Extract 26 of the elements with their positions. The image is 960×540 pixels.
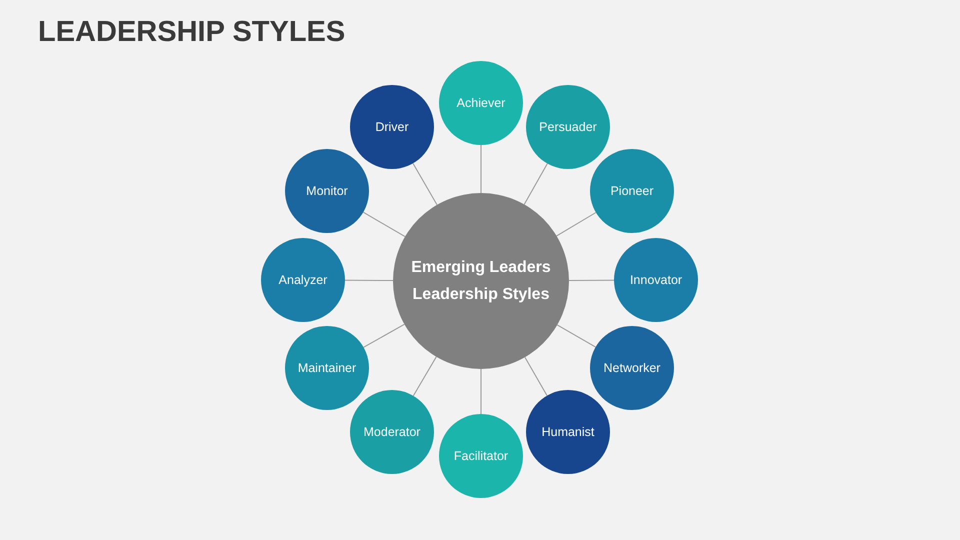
- style-label: Analyzer: [278, 273, 328, 287]
- center-label: Emerging Leaders Leadership Styles: [411, 258, 551, 305]
- connector-line: [412, 162, 438, 206]
- title: LEADERSHIP STYLES: [38, 16, 346, 49]
- style-label: Achiever: [456, 96, 506, 110]
- connector-line: [480, 368, 482, 414]
- style-label: Driver: [375, 120, 409, 134]
- connector-line: [412, 356, 437, 396]
- connector-line: [568, 280, 614, 281]
- connector-line: [362, 212, 406, 238]
- style-label: Moderator: [364, 425, 420, 439]
- connector-line: [524, 163, 548, 205]
- connector-line: [556, 212, 596, 236]
- connector-line: [344, 280, 394, 281]
- connector-line: [556, 324, 596, 348]
- style-label: Pioneer: [610, 184, 654, 198]
- connector-line: [480, 144, 482, 194]
- connector-line: [363, 324, 405, 348]
- style-label: Maintainer: [298, 361, 356, 375]
- style-label: Humanist: [542, 425, 594, 439]
- style-label: Networker: [604, 361, 660, 375]
- style-label: Facilitator: [454, 449, 508, 463]
- style-label: Persuader: [539, 120, 597, 134]
- style-label: Innovator: [630, 273, 682, 287]
- style-label: Monitor: [306, 184, 348, 198]
- connector-line: [524, 356, 548, 396]
